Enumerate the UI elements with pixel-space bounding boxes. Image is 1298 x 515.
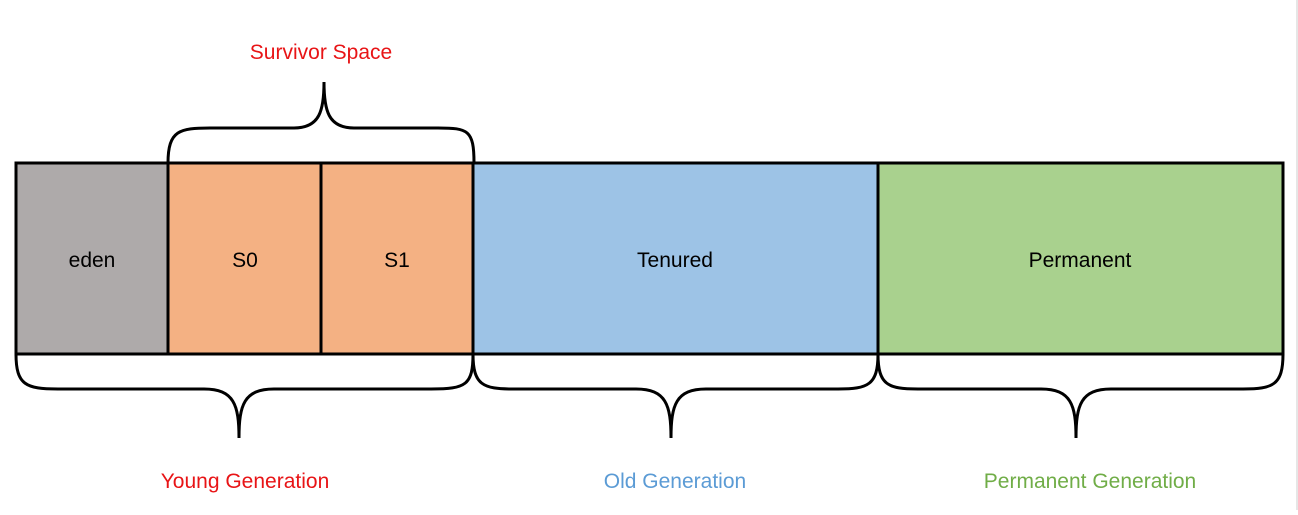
right-edge-divider — [1296, 0, 1298, 510]
old-generation-brace — [471, 353, 880, 439]
eden-label: eden — [69, 249, 116, 272]
permanent-generation-brace — [876, 353, 1285, 439]
s1-segment — [319, 161, 475, 356]
tenured-segment — [471, 161, 880, 356]
tenured-label: Tenured — [637, 249, 713, 272]
s0-segment — [166, 161, 323, 356]
survivor-space-brace — [166, 81, 476, 164]
survivor-space-label: Survivor Space — [250, 41, 392, 64]
permanent-segment — [876, 161, 1285, 356]
heap-bar: eden S0 S1 Tenured Permanent — [14, 161, 1285, 356]
eden-segment — [14, 161, 170, 356]
young-generation-label: Young Generation — [161, 470, 330, 493]
young-generation-brace — [14, 353, 475, 439]
permanent-label: Permanent — [1029, 249, 1132, 272]
permanent-generation-label: Permanent Generation — [984, 470, 1196, 493]
old-generation-label: Old Generation — [604, 470, 746, 493]
s0-label: S0 — [232, 249, 258, 272]
s1-label: S1 — [384, 249, 410, 272]
